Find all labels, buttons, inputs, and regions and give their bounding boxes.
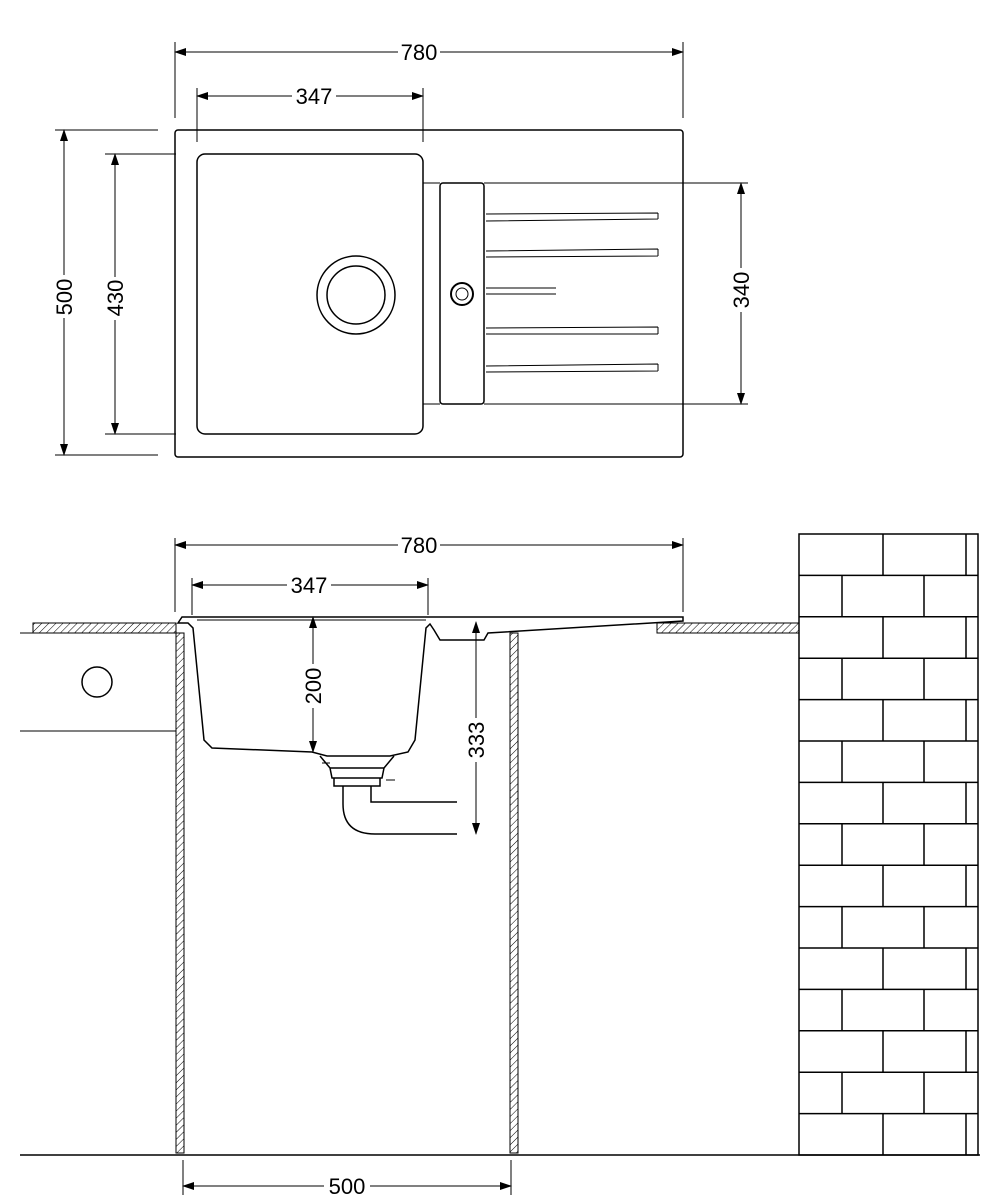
cabinet-left-wall	[175, 632, 185, 1154]
top-overall-width-label: 780	[401, 40, 438, 65]
top-bowl-depth-label: 430	[103, 280, 128, 317]
top-drainer-depth-label: 340	[729, 272, 754, 309]
tap-hole-icon	[450, 282, 474, 306]
drainer-grooves	[485, 212, 659, 373]
top-overall-depth-label: 500	[52, 279, 77, 316]
drawer-knob-icon	[81, 666, 113, 698]
side-bowl-width-label: 347	[291, 573, 328, 598]
top-bowl-width-label: 347	[296, 84, 333, 109]
right-worktop	[656, 622, 800, 634]
waste-outlet-icon	[316, 255, 396, 335]
trap-pipe	[342, 786, 457, 835]
bowl-outline	[196, 153, 424, 435]
brick-wall	[798, 533, 979, 1156]
left-worktop	[32, 622, 177, 634]
side-view: 780 347 200 333 500	[20, 533, 980, 1199]
side-installation-height-label: 333	[464, 722, 489, 759]
tap-plinth	[439, 182, 485, 405]
top-view: 780 347 500 430 340	[52, 40, 754, 458]
sink-profile	[176, 616, 684, 757]
waste-fitting	[319, 755, 395, 787]
side-overall-width-label: 780	[401, 533, 438, 558]
cabinet-right-wall	[509, 632, 519, 1154]
side-bowl-height-label: 200	[301, 668, 326, 705]
sink-outline	[174, 129, 684, 458]
side-cabinet-width-label: 500	[329, 1174, 366, 1199]
